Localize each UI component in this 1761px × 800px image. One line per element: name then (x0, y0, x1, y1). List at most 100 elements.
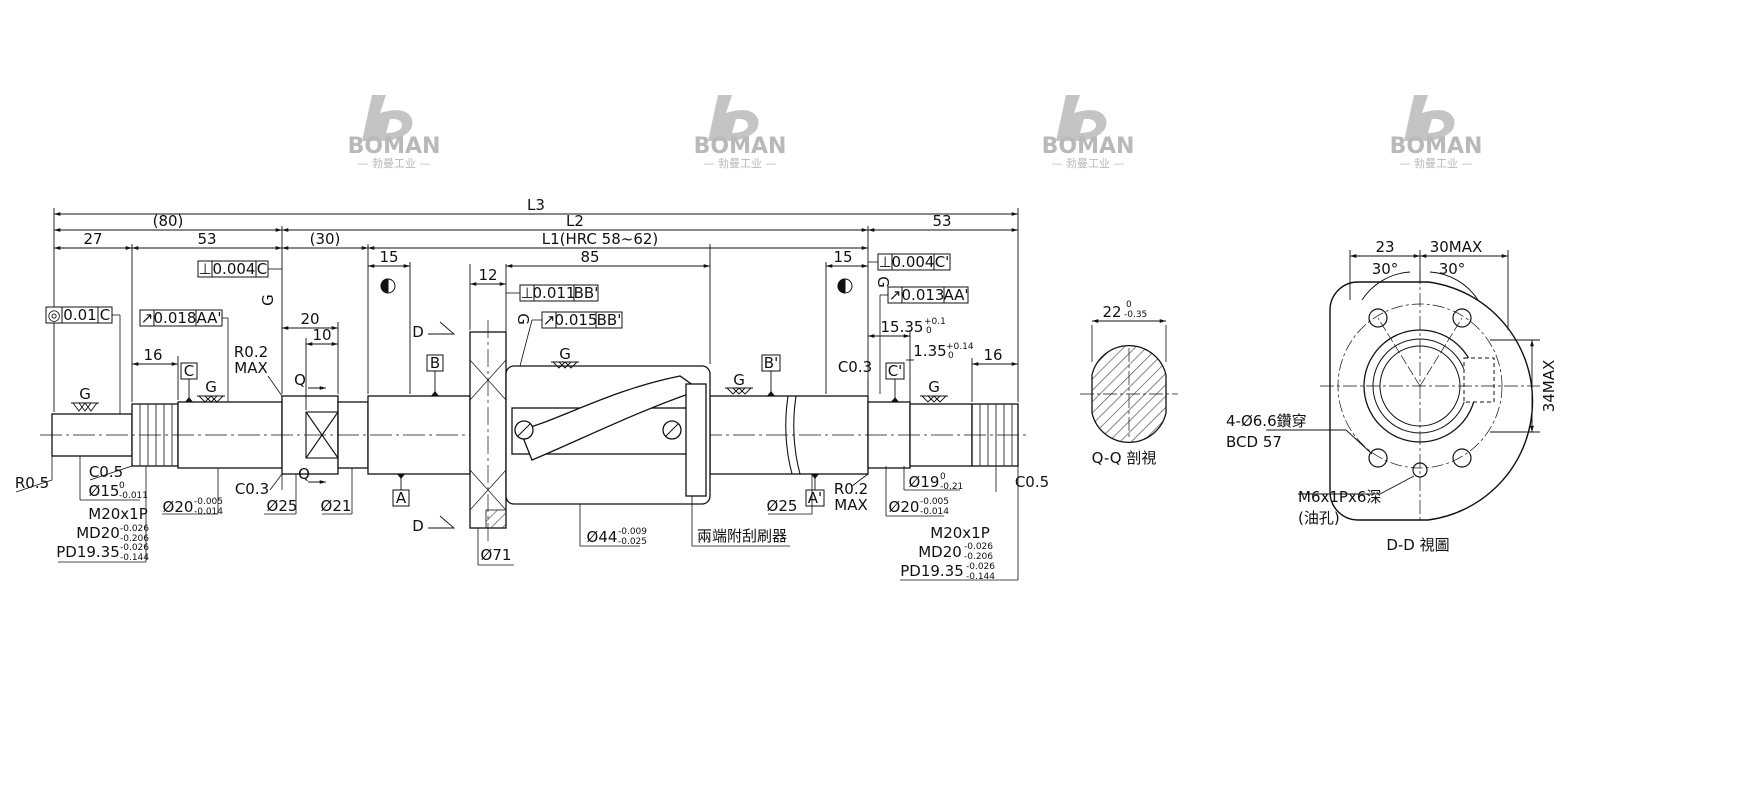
dim-15-left: 15 (379, 248, 398, 266)
tolerance-text: ⊥ 0.004 C ◎ 0.01 C ↗ 0.018 AA' ⊥ 0.011 B… (47, 253, 968, 329)
tol2-value: 0.01 (63, 306, 96, 324)
datum-b: B (430, 354, 440, 372)
chamfer-c05-left: C0.5 (89, 463, 123, 481)
tol6-value: 0.004 (892, 253, 935, 271)
section-qq-dim: 22 (1102, 303, 1121, 321)
tol7-symbol: ↗ (889, 286, 902, 304)
watermark-brand: BOMAN (348, 134, 441, 159)
dia-20-tol-upper-right: -0.005 (920, 497, 949, 507)
watermark-tagline: — 勃曼工业 — (704, 157, 777, 170)
section-q-markers (308, 386, 326, 484)
dim-15-35-tol-lower: 0 (926, 326, 932, 336)
tol6-datum: C' (935, 253, 950, 271)
watermark-brand: BOMAN (694, 134, 787, 159)
dim-l2: L2 (566, 212, 584, 230)
watermark-brand: BOMAN (1042, 134, 1135, 159)
dimension-text: L3 (80) L2 53 27 53 (30) L1(HRC 58~62) 1… (83, 196, 951, 284)
dim-10: 10 (312, 326, 331, 344)
chamfer-c03-left: C0.3 (235, 480, 269, 498)
dia-25-left: Ø25 (267, 497, 298, 515)
tol7-datum: AA' (943, 286, 968, 304)
tol1-symbol: ⊥ (198, 260, 211, 278)
thread-pd-right: PD19.35 (900, 562, 964, 580)
dia-20-tol-upper-left: -0.005 (194, 497, 223, 507)
tol7-value: 0.013 (902, 286, 945, 304)
watermark-logo-1: BOMAN — 勃曼工业 — (348, 95, 441, 170)
grind-g-2: G (205, 378, 217, 396)
grind-g-7: G (514, 313, 532, 325)
dia-15-tol-upper: 0 (119, 481, 125, 491)
fillet-r05: R0.5 (15, 474, 49, 492)
grind-g-3: G (559, 345, 571, 363)
chamfer-c03-right: C0.3 (838, 358, 872, 376)
dia-19-tol-lower: -0.21 (940, 482, 963, 492)
tol4-datum: BB' (574, 284, 599, 302)
watermark-tagline: — 勃曼工业 — (1400, 157, 1473, 170)
section-q-bottom: Q (298, 465, 310, 483)
feature-labels: 20 10 16 R0.2 MAX C0.3 15.35 +0.1 0 1.35… (15, 310, 1049, 582)
watermark-logo-4: BOMAN — 勃曼工业 — (1390, 95, 1483, 170)
dim-80: (80) (153, 212, 184, 230)
section-qq-tol-upper: 0 (1126, 300, 1132, 310)
dim-12: 12 (478, 266, 497, 284)
section-d-bottom: D (412, 517, 424, 535)
tol6-symbol: ⊥ (878, 253, 891, 271)
dd-oil-hole-note: M6x1Px6深 (1298, 488, 1381, 506)
dim-20: 20 (300, 310, 319, 328)
dd-dim-23: 23 (1375, 238, 1394, 256)
watermark-brand: BOMAN (1390, 134, 1483, 159)
grind-g-1: G (79, 385, 91, 403)
watermark-group: BOMAN — 勃曼工业 — BOMAN — 勃曼工业 — BOMAN — 勃曼… (348, 95, 1483, 170)
tol4-symbol: ⊥ (520, 284, 533, 302)
chamfer-c05-right: C0.5 (1015, 473, 1049, 491)
datum-letters: C B A B' A' C' (184, 354, 903, 507)
tol5-datum: BB' (597, 311, 622, 329)
thread-md20-left: MD20 (76, 524, 120, 542)
tol5-value: 0.015 (555, 311, 598, 329)
thread-m20-left: M20x1P (88, 505, 148, 523)
dim-85: 85 (580, 248, 599, 266)
pd-tol-upper-left: -0.026 (120, 543, 149, 553)
tol3-datum: AA' (196, 309, 221, 327)
dd-dim-34max: 34MAX (1540, 360, 1558, 413)
dd-angle-right: 30° (1439, 260, 1466, 278)
dim-53-left: 53 (197, 230, 216, 248)
dim-1-35: 1.35 (913, 342, 946, 360)
section-d-markers (428, 321, 456, 529)
seal-symbols (380, 278, 853, 294)
thread-md20-right: MD20 (918, 543, 962, 561)
grind-g-5: G (928, 378, 940, 396)
dim-15-35: 15.35 (881, 318, 924, 336)
dia-19-tol-upper: 0 (940, 472, 946, 482)
leader-lines (112, 261, 888, 414)
watermark-logo-3: BOMAN — 勃曼工业 — (1042, 95, 1135, 170)
dd-holes-note: 4-Ø6.6鑽穿 (1226, 412, 1307, 430)
grind-g-4: G (733, 371, 745, 389)
mount-hole-4 (1452, 448, 1472, 468)
pd-tol-lower-left: -0.144 (120, 553, 149, 563)
datum-c-prime: C' (888, 362, 903, 380)
tol1-datum: C (257, 260, 267, 278)
section-q-top: Q (294, 371, 306, 389)
dd-dim-30max: 30MAX (1430, 238, 1483, 256)
md20-tol-upper-right: -0.026 (964, 542, 993, 552)
md20-tol-upper-left: -0.026 (120, 524, 149, 534)
grind-g-6: G (259, 294, 277, 306)
dim-27: 27 (83, 230, 102, 248)
break-mark (785, 395, 801, 475)
tol2-symbol: ◎ (47, 306, 60, 324)
dim-l3: L3 (527, 196, 545, 214)
dia-15-tol-lower: -0.011 (119, 491, 148, 501)
dim-15-35-tol-upper: +0.1 (924, 317, 946, 327)
dd-oil-hole-label: (油孔) (1298, 509, 1340, 527)
tol1-value: 0.004 (213, 260, 256, 278)
fillet-r02-left: R0.2 (234, 343, 268, 361)
dia-20-right: Ø20 (889, 498, 920, 516)
dia-20-left: Ø20 (163, 498, 194, 516)
dia-44-tol-upper: -0.009 (618, 527, 647, 537)
dia-20-tol-lower-right: -0.014 (920, 507, 949, 517)
grind-g-8: G (874, 276, 892, 288)
dia-15: Ø15 (89, 482, 120, 500)
wiper-note: 兩端附刮刷器 (697, 527, 787, 545)
